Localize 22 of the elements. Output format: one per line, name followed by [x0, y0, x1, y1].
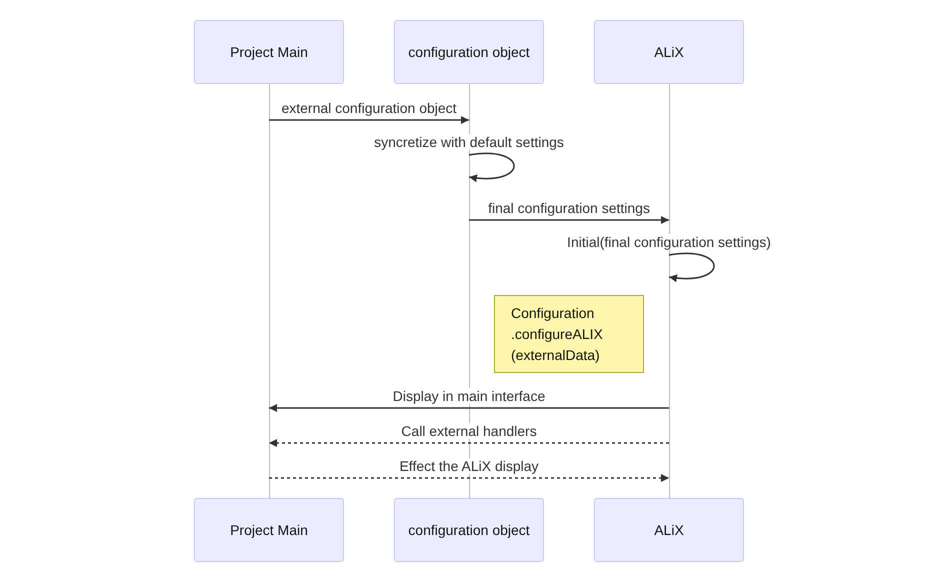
message-label: Call external handlers — [399, 423, 539, 439]
message-arrow — [269, 116, 469, 124]
message-label: syncretize with default settings — [372, 134, 566, 150]
participant-box: Project Main — [194, 20, 344, 84]
message-label: Display in main interface — [390, 388, 548, 404]
message-label: final configuration settings — [486, 200, 652, 216]
participant-box: configuration object — [394, 498, 544, 562]
self-message-arrow — [468, 152, 515, 182]
message-arrow — [269, 404, 669, 412]
participant-box: ALiX — [594, 498, 744, 562]
lifeline — [268, 84, 270, 498]
message-arrow — [269, 474, 669, 482]
lifeline — [668, 84, 670, 498]
participant-box: Project Main — [194, 498, 344, 562]
message-label: external configuration object — [279, 100, 459, 116]
message-arrow — [269, 439, 669, 447]
participant-box: ALiX — [594, 20, 744, 84]
message-label: Initial(final configuration settings) — [565, 234, 773, 250]
note-box: Configuration .configureALIX(externalData) — [494, 295, 644, 373]
message-arrow — [469, 216, 669, 224]
self-message-arrow — [668, 252, 715, 282]
participant-box: configuration object — [394, 20, 544, 84]
